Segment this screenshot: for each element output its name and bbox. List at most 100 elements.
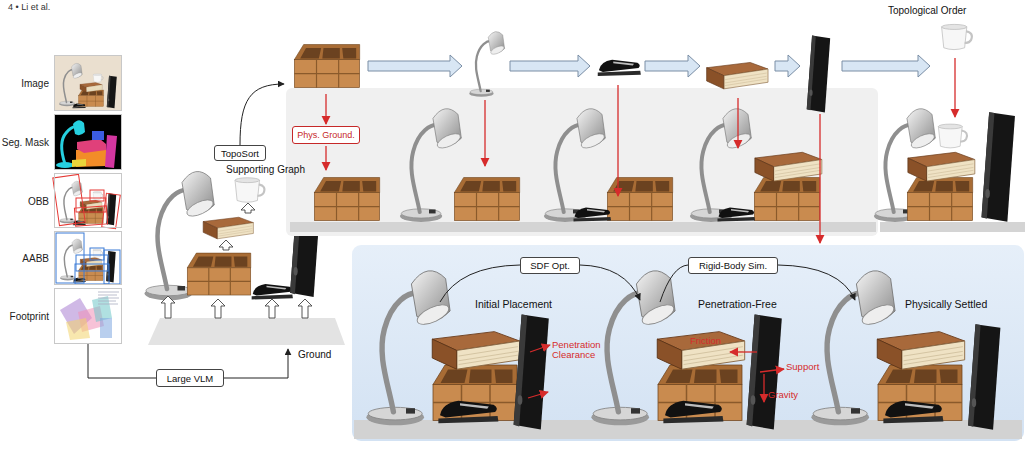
input-thumbnail: Footprint	[54, 288, 122, 344]
force-label: Gravity	[768, 390, 798, 400]
segmentation-thumbnail	[92, 131, 104, 140]
placement-sequence	[368, 55, 462, 77]
placement-sequence	[326, 58, 955, 243]
placement-sequence	[286, 88, 878, 236]
refinement-scenes	[663, 401, 723, 423]
placement-sequence	[737, 98, 738, 148]
placement-sequence	[754, 178, 819, 221]
connector-line	[88, 344, 156, 378]
ground-label: Ground	[298, 349, 331, 360]
obb-thumbnail	[76, 198, 106, 212]
vlm-wire	[224, 349, 288, 378]
placement-sequence	[954, 58, 955, 117]
aabb-thumbnail	[56, 233, 84, 283]
obb-thumbnail	[60, 181, 117, 225]
process-box: SDF Opt.	[520, 257, 580, 274]
aabb-thumbnail	[104, 250, 120, 284]
placement-sequence	[469, 32, 505, 97]
input-thumbnail: Image	[54, 55, 122, 111]
footprint-thumbnail	[98, 292, 119, 304]
placement-sequence	[938, 124, 967, 148]
aabb-thumbnail	[90, 248, 104, 260]
box-label: SDF Opt.	[530, 260, 570, 271]
box-label: Rigid-Body Sim.	[699, 260, 767, 271]
segmentation-thumbnail	[105, 135, 117, 168]
supporting-graph	[235, 178, 264, 203]
vlm-wire	[224, 349, 288, 378]
placement-sequence	[290, 222, 876, 232]
page-header: 4 • Li et al.	[8, 3, 50, 13]
stage-title: Initial Placement	[475, 298, 552, 310]
placement-sequence	[454, 178, 519, 221]
placement-sequence	[645, 55, 700, 77]
aabb-thumbnail	[54, 231, 122, 285]
process-box: Rigid-Body Sim.	[688, 257, 778, 274]
placement-sequence	[325, 94, 326, 124]
stage-title: Penetration-Free	[698, 298, 777, 310]
refinement-scenes	[438, 401, 498, 423]
supporting-graph	[265, 299, 279, 318]
placement-sequence	[484, 100, 485, 166]
placement-sequence	[880, 222, 1025, 232]
process-box: Phys. Ground.	[292, 126, 360, 144]
placement-sequence	[607, 178, 672, 221]
box-label: Large VLM	[167, 373, 213, 384]
obb-thumbnail	[53, 174, 85, 225]
force-label: Support	[786, 362, 819, 372]
placement-sequence	[400, 109, 462, 222]
force-label: Friction	[690, 336, 721, 346]
supporting-graph	[219, 240, 233, 250]
input-label: OBB	[28, 195, 49, 206]
image-thumbnail	[59, 63, 117, 108]
input-label: Image	[21, 78, 49, 89]
placement-sequence	[942, 24, 972, 49]
placement-sequence	[690, 109, 752, 222]
placement-sequence	[707, 62, 768, 88]
aabb-thumbnail	[56, 233, 120, 284]
force-label: Penetration Clearance	[552, 340, 608, 361]
graph-title: Supporting Graph	[226, 164, 305, 175]
image-thumbnail	[54, 55, 122, 111]
supporting-graph	[252, 284, 293, 299]
placement-sequence	[510, 55, 590, 77]
input-thumbnail: AABB	[54, 231, 122, 285]
box-label: TopoSort	[221, 148, 259, 159]
placement-sequence	[574, 208, 612, 222]
obb-thumbnail	[54, 173, 122, 228]
stage-title: Physically Settled	[905, 298, 987, 310]
placement-sequence	[807, 36, 830, 113]
supporting-graph	[187, 253, 250, 295]
segmentation-thumbnail	[54, 114, 122, 170]
aabb-thumbnail	[54, 231, 122, 285]
placement-sequence	[907, 178, 972, 221]
footprint-thumbnail	[66, 318, 90, 340]
input-label: Footprint	[10, 311, 49, 322]
placement-sequence	[368, 55, 930, 77]
placement-sequence	[598, 60, 641, 76]
footprint-thumbnail	[100, 318, 112, 338]
segmentation-thumbnail	[72, 159, 86, 167]
supporting-graph	[241, 203, 255, 213]
footprint-thumbnail	[54, 288, 122, 344]
process-box: TopoSort	[214, 145, 266, 161]
segmentation-thumbnail	[73, 120, 85, 135]
placement-sequence	[982, 112, 1015, 221]
obb-thumbnail	[90, 190, 104, 201]
placement-sequence	[842, 55, 930, 77]
placement-sequence	[819, 114, 820, 243]
placement-sequence	[718, 208, 756, 222]
supporting-graph	[211, 299, 225, 318]
segmentation-thumbnail	[77, 139, 106, 153]
refinement-scenes	[883, 401, 943, 423]
sequence-title: Topological Order	[888, 5, 966, 16]
placement-sequence	[617, 85, 618, 196]
placement-sequence	[775, 55, 800, 77]
input-label: Seg. Mask	[2, 137, 49, 148]
supporting-graph	[203, 217, 253, 239]
placement-sequence	[908, 152, 975, 181]
input-label: AABB	[22, 253, 49, 264]
aabb-thumbnail	[60, 239, 116, 282]
placement-sequence	[314, 178, 379, 221]
